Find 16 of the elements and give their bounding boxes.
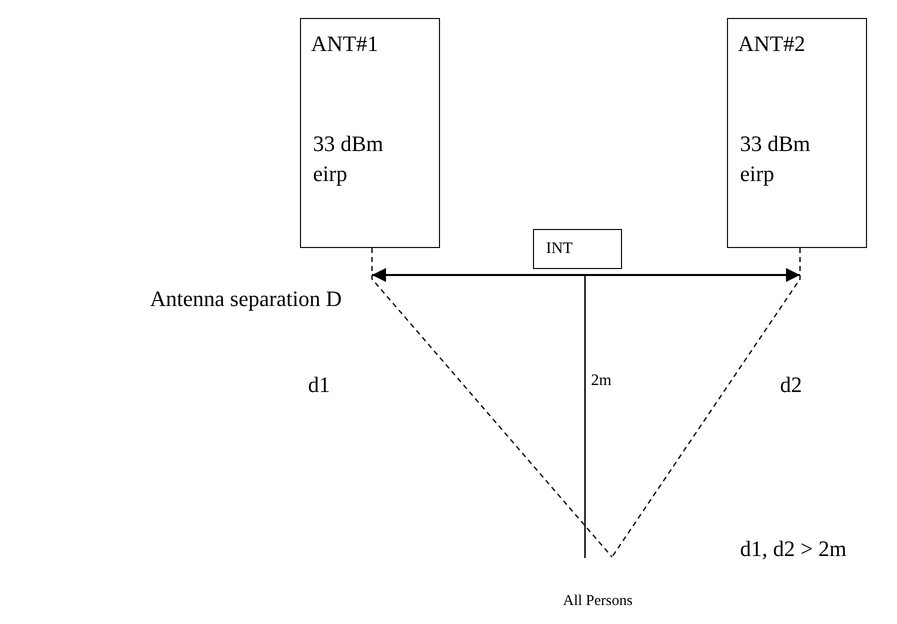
dimension-label: Antenna separation D bbox=[150, 286, 342, 312]
antenna-box bbox=[727, 18, 867, 248]
interferer-box bbox=[533, 229, 622, 269]
node-title: ANT#2 bbox=[738, 31, 806, 57]
node-title: INT bbox=[546, 240, 573, 258]
power-label: 33 dBm eirp bbox=[313, 130, 384, 188]
distance-label: d1 bbox=[308, 372, 330, 398]
connector-line bbox=[371, 248, 612, 558]
node-title: ANT#1 bbox=[311, 31, 378, 57]
person-label: All Persons bbox=[563, 593, 633, 610]
power-label: 33 dBm eirp bbox=[740, 130, 812, 188]
note-text: d1, d2 > 2m bbox=[740, 536, 847, 562]
antenna-box bbox=[300, 18, 440, 248]
connector-line bbox=[611, 248, 801, 558]
dimension-label: 2m bbox=[591, 372, 612, 390]
distance-label: d2 bbox=[780, 372, 802, 398]
